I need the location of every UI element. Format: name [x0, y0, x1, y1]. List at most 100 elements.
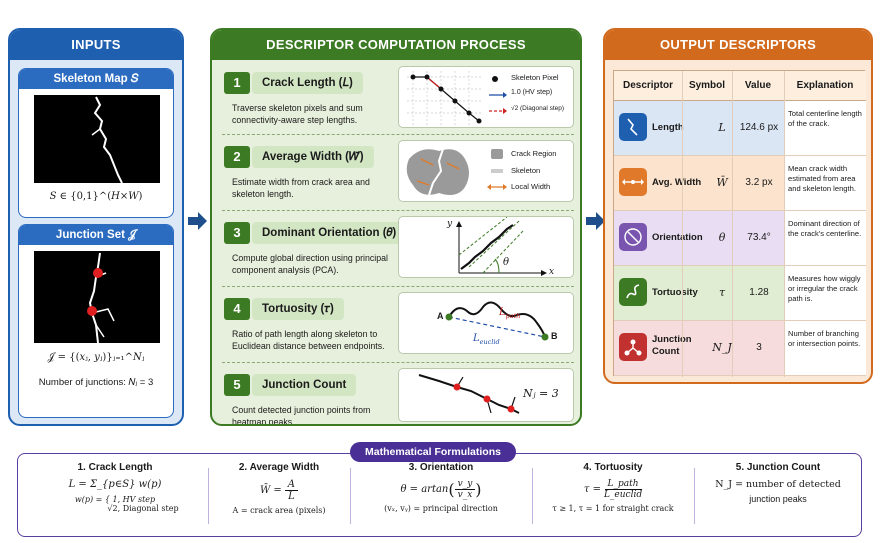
dashed-divider	[222, 134, 574, 135]
point-a-label: A	[437, 311, 444, 321]
formula-note: w(p) = { 1, HV step √2, Diagonal step	[74, 495, 179, 513]
tortuosity-figure: A B Lpath Leuclid	[398, 292, 574, 354]
junction-count-text: Number of junctions: 𝑁ⱼ = 3	[38, 377, 154, 388]
step-description: Estimate width from crack area and skele…	[232, 177, 370, 199]
dashed-divider	[222, 210, 574, 211]
formula-average-width: 2. Average Width W̄ = A L A = crack area…	[214, 462, 344, 532]
formula-divider	[350, 468, 351, 524]
step-number: 5	[224, 374, 250, 396]
step-title: Crack Length (𝐿)	[252, 72, 363, 94]
step-number: 2	[224, 146, 250, 168]
junction-crack-drawing	[87, 252, 115, 344]
legend-hv-step: 1.0 (HV step)	[511, 89, 553, 96]
descriptor-row: Length L 124.6 px Total centerline length o…	[614, 101, 866, 156]
skeleton-map-caption: 𝑆 ∈ {0,1}^(𝐻×𝑊)	[49, 191, 143, 202]
column-divider	[784, 71, 785, 377]
descriptor-name: Orientation	[652, 232, 703, 243]
descriptor-name: Tortuosity	[652, 287, 698, 298]
euclid-length-label: Leuclid	[473, 333, 500, 346]
column-header-explanation: Explanation	[784, 71, 866, 101]
legend-local-width: Local Width	[511, 182, 551, 191]
formula-note: (vₓ, vᵧ) = principal direction	[384, 504, 498, 513]
formula-note: τ ≥ 1, τ = 1 for straight crack	[552, 504, 674, 513]
step-description: Compute global direction using principal…	[232, 253, 388, 275]
formula-math: τ = L_path L_euclid	[583, 479, 643, 500]
step-description: Traverse skeleton pixels and sum connect…	[232, 103, 363, 125]
legend-crack-region: Crack Region	[511, 149, 557, 158]
formula-math: W̄ = A L	[214, 479, 344, 502]
junction-set-image	[34, 251, 160, 344]
descriptor-name: Junction Count	[652, 334, 692, 357]
crack-region-drawing	[406, 148, 507, 196]
junction-set-card: Junction Set 𝒥 𝒥 = {(𝑥ⱼ, 𝑦ⱼ)}ⱼ₌₁^𝑁ⱼ Numb…	[18, 224, 174, 418]
descriptor-symbol: N_J	[712, 341, 732, 354]
step-dominant-orientation: 3 Dominant Orientation (𝜃) Compute globa…	[220, 214, 576, 284]
width-arrows-icon	[619, 168, 647, 196]
output-title: OUTPUT DESCRIPTORS	[605, 30, 871, 60]
formula-title: 1. Crack Length	[77, 462, 153, 473]
step-number: 3	[224, 222, 250, 244]
branch-icon	[619, 333, 647, 361]
y-axis-label: y	[447, 219, 453, 229]
formula-title: 4. Tortuosity	[583, 462, 643, 473]
junction-point	[93, 268, 103, 278]
step-title: Tortuosity (𝜏)	[252, 298, 344, 320]
step-title: Dominant Orientation (𝜃)	[252, 222, 407, 244]
inputs-title: INPUTS	[10, 30, 182, 60]
formula-title: 2. Average Width	[238, 462, 320, 473]
step-title: Average Width (𝑊̄)	[252, 146, 374, 168]
descriptor-name: Length	[652, 122, 684, 133]
descriptor-value: 73.4°	[747, 232, 771, 243]
column-header-symbol: Symbol	[682, 71, 732, 101]
formula-divider	[532, 468, 533, 524]
theta-label: θ	[503, 257, 510, 268]
formula-title: 5. Junction Count	[735, 462, 821, 473]
compass-icon	[619, 223, 647, 251]
skeleton-map-title: Skeleton Map 𝑆	[19, 69, 173, 89]
step-number: 1	[224, 72, 250, 94]
formula-title: 3. Orientation	[408, 462, 474, 473]
legend-diagonal-step: √2 (Diagonal step)	[511, 105, 565, 112]
column-header-descriptor: Descriptor	[614, 71, 682, 101]
process-title: DESCRIPTOR COMPUTATION PROCESS	[212, 30, 580, 60]
step-average-width: 2 Average Width (𝑊̄) Estimate width from…	[220, 138, 576, 208]
formula-math: θ = artan ( v_y v_x )	[400, 479, 482, 500]
legend-skeleton-pixel: Skeleton Pixel	[511, 73, 559, 82]
formula-math: L = Σ_{p∈S} w(p)	[68, 479, 162, 490]
descriptor-value: 124.6 px	[739, 122, 779, 133]
x-axis-label: x	[549, 267, 555, 277]
descriptor-symbol: W̄	[716, 176, 728, 189]
descriptor-value: 3	[756, 342, 762, 353]
dashed-divider	[222, 362, 574, 363]
junction-count-result: 𝑁ⱼ = 3	[523, 387, 559, 400]
junction-set-caption: 𝒥 = {(𝑥ⱼ, 𝑦ⱼ)}ⱼ₌₁^𝑁ⱼ	[47, 352, 145, 363]
descriptor-symbol: L	[718, 121, 726, 134]
junction-count-figure: 𝑁ⱼ = 3	[398, 368, 574, 422]
formula-crack-length: 1. Crack Length L = Σ_{p∈S} w(p) w(p) = …	[30, 462, 200, 532]
step-title: Junction Count	[252, 374, 357, 396]
step-number: 4	[224, 298, 250, 320]
pixel-grid-drawing	[407, 71, 507, 125]
formulations-title: Mathematical Formulations	[350, 442, 516, 462]
path-length-label: Lpath	[499, 307, 521, 320]
point-b-label: B	[551, 331, 558, 341]
skeleton-map-image	[34, 95, 160, 184]
junction-crack-drawing	[418, 374, 520, 414]
formula-math: N_J = number of detected	[715, 479, 841, 490]
formula-note: A = crack area (pixels)	[232, 506, 326, 515]
legend-skeleton: Skeleton	[511, 166, 541, 175]
pca-orientation-drawing	[456, 217, 547, 276]
arrow-right-icon	[586, 212, 605, 230]
junction-point	[483, 395, 491, 403]
descriptor-value: 1.28	[749, 287, 769, 298]
crack-length-figure: Skeleton Pixel 1.0 (HV step) √2 (Diagona…	[398, 66, 574, 128]
step-description: Ratio of path length along skeleton to E…	[232, 329, 385, 351]
crack-line-icon	[619, 113, 647, 141]
descriptor-symbol: θ	[718, 231, 726, 244]
dashed-divider	[222, 286, 574, 287]
arrow-right-icon	[188, 212, 207, 230]
descriptor-explanation: Measures how wiggly or irregular the cra…	[788, 274, 861, 303]
descriptor-explanation: Total centerline length of the crack.	[788, 109, 862, 128]
